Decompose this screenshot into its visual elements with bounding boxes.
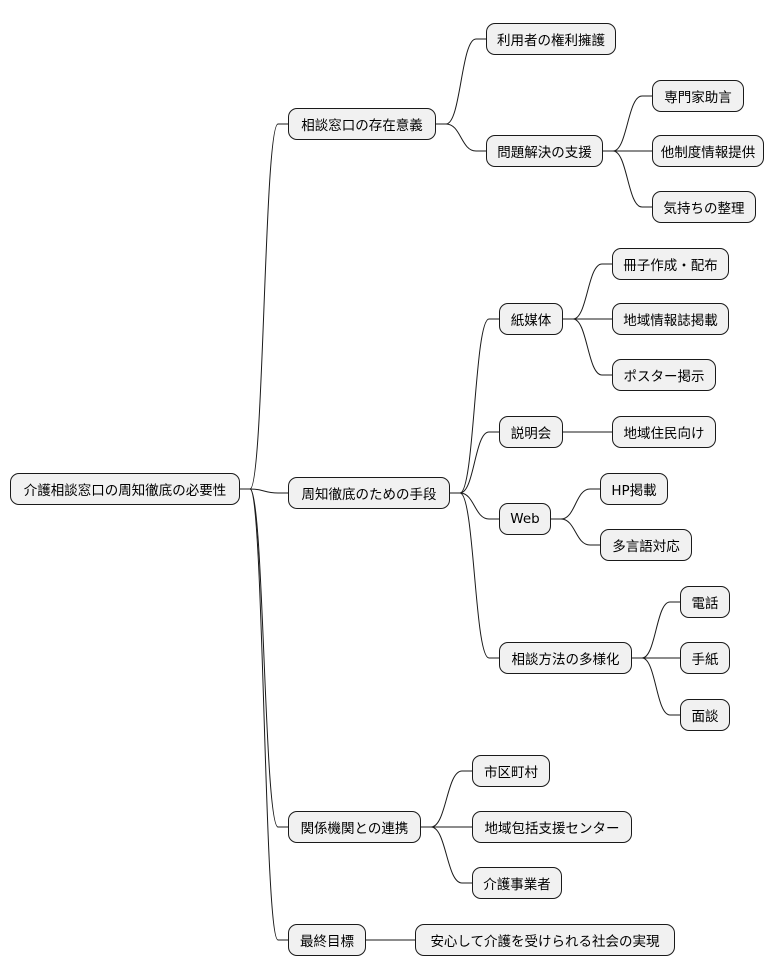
edge-sub-node-briefing (450, 431, 499, 494)
edge-leaf-node-rights (436, 38, 486, 125)
leaf-node-phone: 電話 (680, 586, 730, 618)
edge-leaf-node-expert-advice (603, 95, 652, 152)
branch-node-collaboration: 関係機関との連携 (288, 811, 421, 843)
edge-leaf-node-municipality (421, 770, 472, 828)
edge-leaf-node-interview (632, 657, 680, 716)
edge-leaf-node-feelings (603, 150, 652, 208)
edge-sub-node-consult-methods (450, 492, 499, 659)
edge-leaf-node-phone (632, 601, 680, 659)
edge-sub-node-paper-media (450, 318, 499, 494)
leaf-node-interview: 面談 (680, 699, 730, 731)
branch-node-final-goal: 最終目標 (288, 924, 366, 956)
leaf-node-municipality: 市区町村 (472, 755, 550, 787)
leaf-node-letter: 手紙 (680, 642, 730, 674)
edge-branch-node-existence (240, 123, 288, 490)
leaf-node-expert-advice: 専門家助言 (652, 80, 744, 112)
leaf-node-residents: 地域住民向け (612, 416, 716, 448)
branch-node-existence: 相談窓口の存在意義 (288, 108, 436, 140)
sub-node-briefing: 説明会 (499, 416, 563, 448)
leaf-node-society: 安心して介護を受けられる社会の実現 (415, 924, 675, 956)
edge-leaf-node-booklet (563, 263, 612, 320)
sub-node-consult-methods: 相談方法の多様化 (499, 642, 632, 674)
leaf-node-feelings: 気持ちの整理 (652, 191, 756, 223)
leaf-node-poster: ポスター掲示 (612, 359, 716, 391)
root-node: 介護相談窓口の周知徹底の必要性 (10, 473, 240, 505)
edge-leaf-node-multilingual (551, 518, 600, 546)
leaf-node-local-magazine: 地域情報誌掲載 (612, 303, 729, 335)
edge-sub-node-web (450, 492, 499, 520)
sub-node-problem-solving: 問題解決の支援 (486, 135, 603, 167)
leaf-node-other-systems: 他制度情報提供 (652, 135, 764, 167)
edge-leaf-node-hp (551, 488, 600, 520)
edge-leaf-node-poster (563, 318, 612, 376)
leaf-node-support-center: 地域包括支援センター (472, 811, 632, 843)
edge-leaf-node-care-providers (421, 826, 472, 884)
edge-branch-node-means (240, 488, 288, 494)
leaf-node-multilingual: 多言語対応 (600, 529, 692, 561)
sub-node-web: Web (499, 503, 551, 535)
edge-branch-node-collaboration (240, 488, 288, 828)
sub-node-paper-media: 紙媒体 (499, 303, 563, 335)
edge-sub-node-problem-solving (436, 123, 486, 152)
edge-branch-node-final-goal (240, 488, 288, 941)
leaf-node-care-providers: 介護事業者 (472, 867, 562, 899)
leaf-node-rights: 利用者の権利擁護 (486, 23, 616, 55)
leaf-node-hp: HP掲載 (600, 473, 668, 505)
branch-node-means: 周知徹底のための手段 (288, 477, 450, 509)
leaf-node-booklet: 冊子作成・配布 (612, 248, 729, 280)
